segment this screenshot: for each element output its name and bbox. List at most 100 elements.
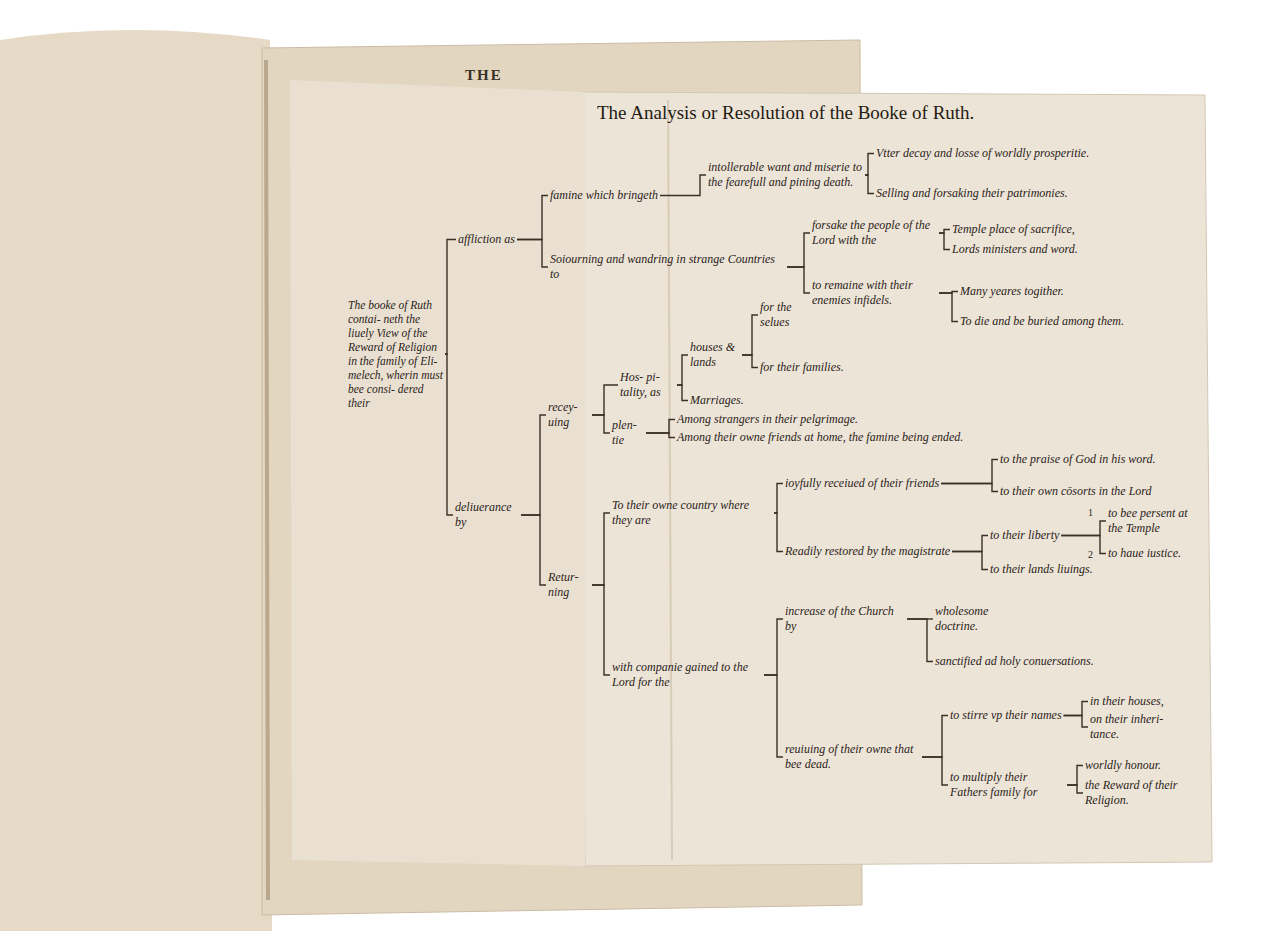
tree-entry: Soiourning and wandring in strange Count… xyxy=(550,252,785,282)
bracket-connector xyxy=(939,293,958,322)
entry-text: intollerable want and miserie to the fea… xyxy=(708,160,863,190)
callout-number: 1 xyxy=(1088,506,1093,519)
tree-entry: To die and be buried among them. xyxy=(960,314,1124,329)
foldout-sheet xyxy=(580,92,1212,866)
entry-text: Lords ministers and word. xyxy=(952,242,1078,257)
bracket-connector xyxy=(742,355,758,368)
entry-text: Many yeares togither. xyxy=(960,284,1064,299)
entry-text: Among strangers in their pelgrimage. xyxy=(677,412,858,427)
running-head: THE xyxy=(465,66,503,84)
entry-text: Marriages. xyxy=(690,393,744,408)
tree-entry: to bee persent at the Temple xyxy=(1108,506,1193,536)
bracket-connector xyxy=(939,233,950,250)
entry-text: Retur- ning xyxy=(548,570,590,600)
tree-entry: to their own cōsorts in the Lord xyxy=(1000,484,1152,499)
bracket-connector xyxy=(646,420,675,434)
tree-entry: to their liberty xyxy=(990,528,1059,543)
tree-entry: to the praise of God in his word. xyxy=(1000,452,1156,467)
bracket-connector xyxy=(865,175,874,194)
entry-text: to stirre vp their names xyxy=(950,708,1062,723)
gutter-shadow xyxy=(266,60,268,900)
entry-text: Among their owne friends at home, the fa… xyxy=(677,430,963,445)
diagram-title: The Analysis or Resolution of the Booke … xyxy=(597,102,974,124)
entry-text: for their families. xyxy=(760,360,844,375)
entry-text: deliuerance by xyxy=(455,500,519,530)
bracket-connector xyxy=(922,716,948,758)
tree-entry: to multiply their Fathers family for xyxy=(950,770,1065,800)
bracket-connector xyxy=(592,385,618,415)
tree-entry: to haue iustice. xyxy=(1108,546,1181,561)
bracket-connector xyxy=(774,513,783,552)
tree-entry: forsake the people of the Lord with the xyxy=(812,218,937,248)
entry-text: recey- uing xyxy=(548,400,590,430)
entry-text: Readily restored by the magistrate xyxy=(785,544,950,559)
tree-entry: in their houses, xyxy=(1090,694,1185,709)
entry-text: on their inheri- tance. xyxy=(1090,712,1185,742)
tree-entry: recey- uing xyxy=(548,400,590,430)
bracket-connector xyxy=(907,619,933,662)
entry-text: to haue iustice. xyxy=(1108,546,1181,561)
bracket-connector xyxy=(592,585,610,675)
tree-entry: worldly honour. xyxy=(1085,758,1161,773)
left-page xyxy=(0,30,272,931)
bracket-connector xyxy=(592,513,610,585)
tree-entry: Many yeares togither. xyxy=(960,284,1064,299)
entry-text: Selling and forsaking their patrimonies. xyxy=(876,186,1068,201)
bracket-connector xyxy=(952,552,988,570)
bracket-connector xyxy=(952,536,988,552)
callout-number: 2 xyxy=(1088,548,1093,561)
entry-text: worldly honour. xyxy=(1085,758,1161,773)
entry-text: ioyfully receiued of their friends xyxy=(785,476,939,491)
entry-text: increase of the Church by xyxy=(785,604,905,634)
bracket-connector xyxy=(517,240,548,268)
entry-text: the Reward of their Religion. xyxy=(1085,778,1195,808)
bracket-connector xyxy=(941,460,998,484)
bracket-connector xyxy=(592,415,610,433)
entry-text: to the praise of God in his word. xyxy=(1000,452,1156,467)
fold-crease xyxy=(668,100,672,860)
bracket-connector xyxy=(521,415,546,515)
bracket-connector xyxy=(922,757,948,785)
entry-text: famine which bringeth xyxy=(550,188,658,203)
entry-text: to multiply their Fathers family for xyxy=(950,770,1065,800)
tree-entry: famine which bringeth xyxy=(550,188,658,203)
tree-entry: houses & lands xyxy=(690,340,740,370)
tree-entry: ioyfully receiued of their friends xyxy=(785,476,939,491)
entry-text: sanctified ad holy conuersations. xyxy=(935,654,1094,669)
tree-entry: for the selues xyxy=(760,300,810,330)
foldout-sheet-left xyxy=(290,80,585,866)
entry-text: to remaine with their enemies infidels. xyxy=(812,278,937,308)
tree-entry: Vtter decay and losse of worldly prosper… xyxy=(876,146,1089,161)
bracket-connector xyxy=(1067,766,1083,786)
bracket-connector xyxy=(941,484,998,492)
tree-entry: The booke of Ruth contai- neth the liuel… xyxy=(348,298,443,410)
entry-text: Soiourning and wandring in strange Count… xyxy=(550,252,785,282)
bracket-connector xyxy=(445,240,456,355)
bracket-connector xyxy=(764,675,783,757)
bracket-connector xyxy=(445,354,453,515)
bracket-connector xyxy=(764,619,783,675)
tree-entry: on their inheri- tance. xyxy=(1090,712,1185,742)
entry-text: plen- tie xyxy=(612,418,644,448)
bracket-connector xyxy=(1064,716,1088,728)
tree-entry: Among strangers in their pelgrimage. xyxy=(677,412,858,427)
tree-entry: Retur- ning xyxy=(548,570,590,600)
bracket-connector xyxy=(1061,521,1106,536)
tree-entry: with companie gained to the Lord for the xyxy=(612,660,762,690)
bracket-connector xyxy=(517,196,548,240)
tree-entry: Hos- pi- tality, as xyxy=(620,370,675,400)
bracket-connector xyxy=(787,233,810,267)
tree-entry: the Reward of their Religion. xyxy=(1085,778,1195,808)
bracket-connector xyxy=(646,433,675,438)
tree-entry: Lords ministers and word. xyxy=(952,242,1078,257)
entry-text: reuiuing of their owne that bee dead. xyxy=(785,742,920,772)
entry-text: To die and be buried among them. xyxy=(960,314,1124,329)
entry-text: The booke of Ruth contai- neth the liuel… xyxy=(348,298,443,410)
entry-text: to their liberty xyxy=(990,528,1059,543)
tree-entry: Selling and forsaking their patrimonies. xyxy=(876,186,1068,201)
bracket-connector xyxy=(865,154,874,176)
tree-entry: to remaine with their enemies infidels. xyxy=(812,278,937,308)
tree-entry: To their owne country where they are xyxy=(612,498,772,528)
entry-text: with companie gained to the Lord for the xyxy=(612,660,762,690)
